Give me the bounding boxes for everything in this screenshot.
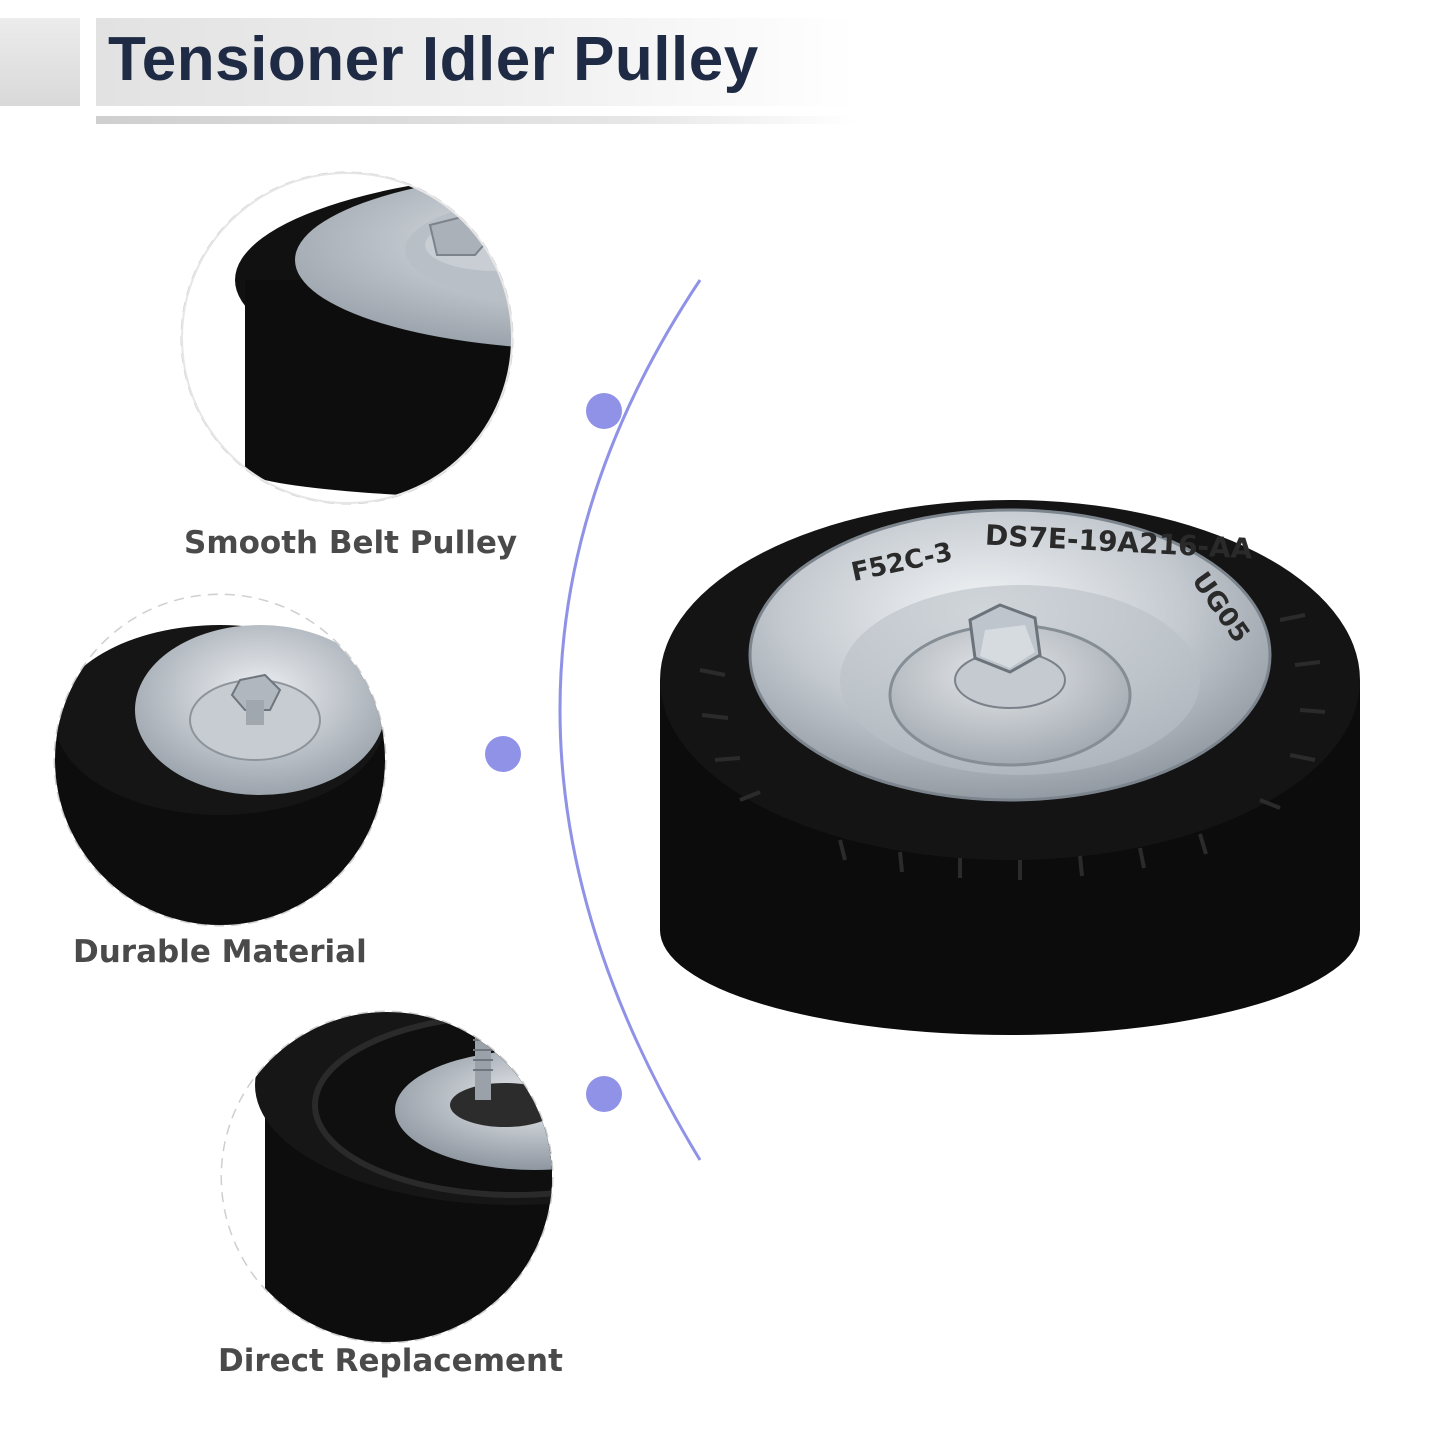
timeline-node-3 xyxy=(586,1076,622,1112)
title-banner: Tensioner Idler Pulley xyxy=(0,0,900,130)
page-title: Tensioner Idler Pulley xyxy=(108,25,759,94)
feature-label-durable-material: Durable Material xyxy=(73,934,367,970)
feature-label-smooth-belt-pulley: Smooth Belt Pulley xyxy=(184,525,518,561)
thumbnail-smooth-belt-pulley xyxy=(180,171,514,505)
main-pulley-image: F52C-3 DS7E-19A216-AA UG05 xyxy=(660,500,1360,1035)
feature-label-direct-replacement: Direct Replacement xyxy=(218,1343,563,1379)
title-band xyxy=(96,18,856,106)
belt-grooves xyxy=(699,613,1326,880)
title-accent-square xyxy=(0,18,80,106)
timeline-node-2 xyxy=(485,736,521,772)
title-underline xyxy=(96,116,856,124)
timeline-node-1 xyxy=(586,393,622,429)
thumbnail-durable-material xyxy=(53,593,387,927)
thumbnail-direct-replacement xyxy=(220,1010,554,1344)
